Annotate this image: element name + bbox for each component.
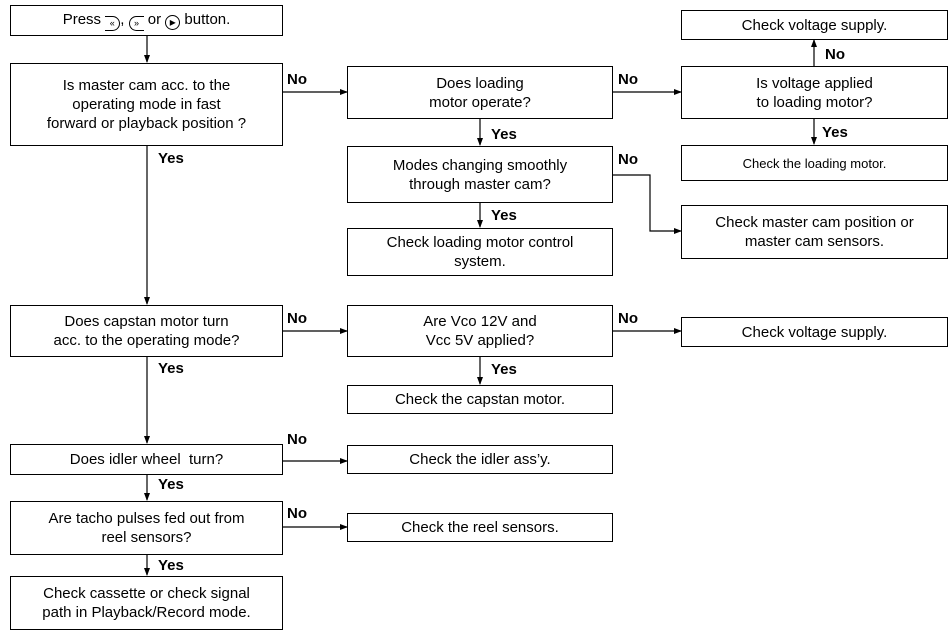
text-line: Vcc 5V applied? bbox=[425, 332, 535, 349]
action-check-loading-motor: Check the loading motor. bbox=[681, 145, 948, 181]
action-check-master-cam: Check master cam position or master cam … bbox=[681, 205, 948, 259]
text-line: master cam sensors. bbox=[744, 233, 885, 250]
connector bbox=[613, 174, 682, 234]
label-no: No bbox=[618, 151, 638, 168]
label-yes: Yes bbox=[491, 126, 517, 143]
text-line: Check the loading motor. bbox=[742, 155, 887, 171]
text-line: Is voltage applied bbox=[756, 74, 873, 92]
question-capstan-motor: Does capstan motor turn acc. to the oper… bbox=[10, 305, 283, 357]
label-yes: Yes bbox=[158, 360, 184, 377]
text-line: Are Vco 12V and bbox=[423, 313, 537, 330]
text-line: Check loading motor control bbox=[386, 234, 574, 251]
action-check-cassette: Check cassette or check signal path in P… bbox=[10, 576, 283, 630]
start-pre-text: Press bbox=[62, 11, 102, 28]
text-line: Check cassette or check signal bbox=[43, 585, 250, 602]
rewind-icon: « bbox=[105, 16, 121, 31]
text-line: path in Playback/Record mode. bbox=[42, 604, 251, 621]
text-line: to loading motor? bbox=[756, 93, 873, 111]
question-master-cam: Is master cam acc. to the operating mode… bbox=[10, 63, 283, 146]
label-no: No bbox=[287, 310, 307, 327]
text-line: Check voltage supply. bbox=[741, 16, 888, 34]
question-voltage-loading-motor: Is voltage applied to loading motor? bbox=[681, 66, 948, 119]
action-check-reel-sensors: Check the reel sensors. bbox=[347, 513, 613, 542]
action-check-loading-control: Check loading motor control system. bbox=[347, 228, 613, 276]
text-line: system. bbox=[454, 253, 506, 270]
text-line: Are tacho pulses fed out from bbox=[48, 510, 245, 527]
question-tacho-pulses: Are tacho pulses fed out from reel senso… bbox=[10, 501, 283, 555]
text-line: Check the idler ass’y. bbox=[409, 451, 551, 468]
action-check-idler: Check the idler ass’y. bbox=[347, 445, 613, 474]
text-line: Check voltage supply. bbox=[741, 323, 888, 341]
label-no: No bbox=[618, 71, 638, 88]
start-box: Press «, » or ▸ button. bbox=[10, 5, 283, 36]
label-no: No bbox=[287, 71, 307, 88]
question-modes-changing: Modes changing smoothly through master c… bbox=[347, 146, 613, 203]
label-no: No bbox=[618, 310, 638, 327]
text-line: Does idler wheel turn? bbox=[69, 451, 224, 468]
label-no: No bbox=[287, 431, 307, 448]
text-line: Does loading bbox=[436, 74, 524, 92]
start-or-text: or bbox=[147, 11, 162, 28]
text-line: Does capstan motor turn bbox=[64, 313, 229, 330]
label-yes: Yes bbox=[158, 476, 184, 493]
text-line: Check master cam position or bbox=[715, 214, 914, 231]
question-loading-motor: Does loading motor operate? bbox=[347, 66, 613, 119]
text-line: Modes changing smoothly bbox=[392, 156, 568, 174]
label-yes: Yes bbox=[491, 361, 517, 378]
action-check-capstan-motor: Check the capstan motor. bbox=[347, 385, 613, 414]
question-vco-vcc: Are Vco 12V and Vcc 5V applied? bbox=[347, 305, 613, 357]
label-yes: Yes bbox=[158, 557, 184, 574]
label-no: No bbox=[825, 46, 845, 63]
text-line: acc. to the operating mode? bbox=[53, 332, 240, 349]
action-check-voltage-supply-mid: Check voltage supply. bbox=[681, 317, 948, 347]
text-line: motor operate? bbox=[429, 93, 531, 111]
fast-forward-icon: » bbox=[128, 16, 144, 31]
action-check-voltage-supply-top: Check voltage supply. bbox=[681, 10, 948, 40]
text-line: operating mode in fast bbox=[72, 96, 221, 113]
label-no: No bbox=[287, 505, 307, 522]
text-line: Check the reel sensors. bbox=[401, 519, 559, 536]
label-yes: Yes bbox=[822, 124, 848, 141]
start-post-text: button. bbox=[184, 11, 231, 28]
text-line: through master cam? bbox=[409, 175, 551, 193]
text-line: reel sensors? bbox=[101, 529, 192, 546]
label-yes: Yes bbox=[158, 150, 184, 167]
text-line: Check the capstan motor. bbox=[394, 391, 566, 408]
label-yes: Yes bbox=[491, 207, 517, 224]
text-line: Is master cam acc. to the bbox=[62, 77, 231, 94]
question-idler-wheel: Does idler wheel turn? bbox=[10, 444, 283, 475]
start-comma: , bbox=[120, 11, 125, 28]
text-line: forward or playback position ? bbox=[46, 115, 247, 132]
play-icon: ▸ bbox=[165, 15, 181, 30]
